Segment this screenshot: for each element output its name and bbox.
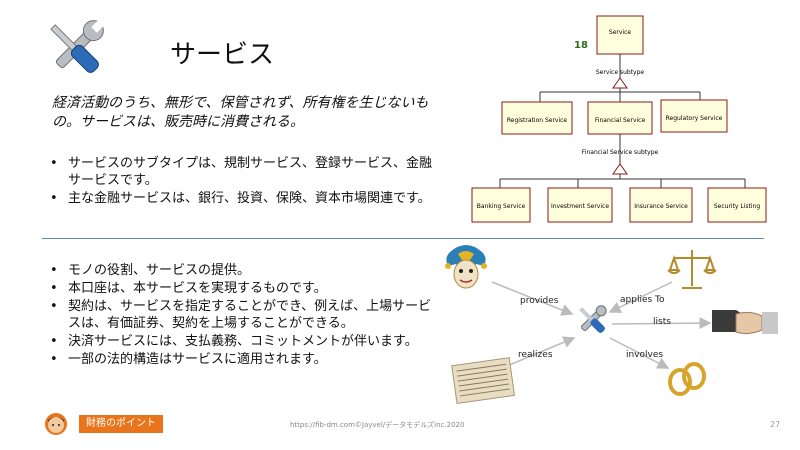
- service-class-box: Service: [596, 15, 644, 55]
- service-definition: 経済活動のうち、無形で、保管されず、所有権を生じないもの。サービスは、販売時に消…: [52, 95, 429, 130]
- lists-label: lists: [653, 317, 671, 327]
- financial-service-box: Financial Service: [587, 101, 653, 135]
- regulatory-service-box: Regulatory Service: [660, 99, 728, 133]
- svg-text:Registration Service: Registration Service: [507, 117, 568, 124]
- svg-text:Security Listing: Security Listing: [714, 203, 761, 210]
- financial-subtype-label: Financial Service subtype: [582, 149, 659, 156]
- wrench-screwdriver-icon: [50, 20, 104, 73]
- small-tools-icon: [579, 305, 607, 333]
- scales-of-justice-icon: [667, 250, 717, 289]
- handshake-icon: [712, 310, 778, 335]
- subtype-label: Service subtype: [596, 69, 645, 76]
- wedding-rings-icon: [668, 362, 706, 396]
- generalization-triangle: [612, 163, 628, 175]
- list-item: 本口座は、本サービスを実現するものです。: [48, 280, 438, 297]
- provides-label: provides: [520, 296, 559, 306]
- generalization-triangle: [612, 77, 628, 89]
- section-divider: [42, 238, 764, 239]
- service-relationships-diagram: provides applies To lists realizes invol…: [445, 245, 778, 404]
- page-number: 27: [770, 420, 781, 429]
- newspaper-icon: [451, 357, 516, 404]
- banking-service-box: Banking Service: [471, 187, 531, 223]
- registration-service-box: Registration Service: [501, 101, 573, 135]
- list-item: サービスのサブタイプは、規制サービス、登録サービス、金融サービスです。: [48, 155, 438, 189]
- list-item: 契約は、サービスを指定することができ、例えば、上場サービスは、有価証券、契約を上…: [48, 298, 438, 332]
- finance-points-button[interactable]: 財務のポイント: [79, 415, 163, 433]
- list-item: モノの役割、サービスの提供。: [48, 262, 438, 279]
- page-title: サービス: [170, 40, 275, 70]
- footer-url: https://fib-dm.com©Jayvel/データモデルズinc.202…: [290, 421, 465, 429]
- top-bullet-list: サービスのサブタイプは、規制サービス、登録サービス、金融サービスです。 主な金融…: [48, 155, 438, 208]
- svg-text:Regulatory Service: Regulatory Service: [666, 115, 723, 122]
- svg-text:Investment Service: Investment Service: [551, 203, 609, 210]
- involves-label: involves: [626, 350, 663, 360]
- svg-text:Financial Service: Financial Service: [595, 117, 646, 124]
- bottom-bullet-list: モノの役割、サービスの提供。 本口座は、本サービスを実現するものです。 契約は、…: [48, 262, 438, 369]
- presenter-avatar-icon: [45, 413, 67, 435]
- applies-to-label: applies To: [620, 295, 665, 305]
- list-item: 決済サービスには、支払義務、コミットメントが伴います。: [48, 333, 438, 350]
- insurance-service-box: Insurance Service: [629, 187, 693, 223]
- svg-text:Insurance Service: Insurance Service: [634, 203, 688, 210]
- security-listing-box: Security Listing: [707, 187, 767, 223]
- realizes-label: realizes: [518, 350, 553, 360]
- jester-mask-icon: [445, 245, 487, 289]
- investment-service-box: Investment Service: [547, 187, 613, 223]
- diagram-number: 18: [574, 40, 588, 51]
- list-item: 主な金融サービスは、銀行、投資、保険、資本市場関連です。: [48, 190, 438, 207]
- svg-text:Service: Service: [609, 29, 631, 36]
- service-hierarchy-diagram: 18 Service Service subtype Registration …: [471, 15, 767, 223]
- list-item: 一部の法的構造はサービスに適用されます。: [48, 351, 438, 368]
- svg-text:Banking Service: Banking Service: [477, 203, 526, 210]
